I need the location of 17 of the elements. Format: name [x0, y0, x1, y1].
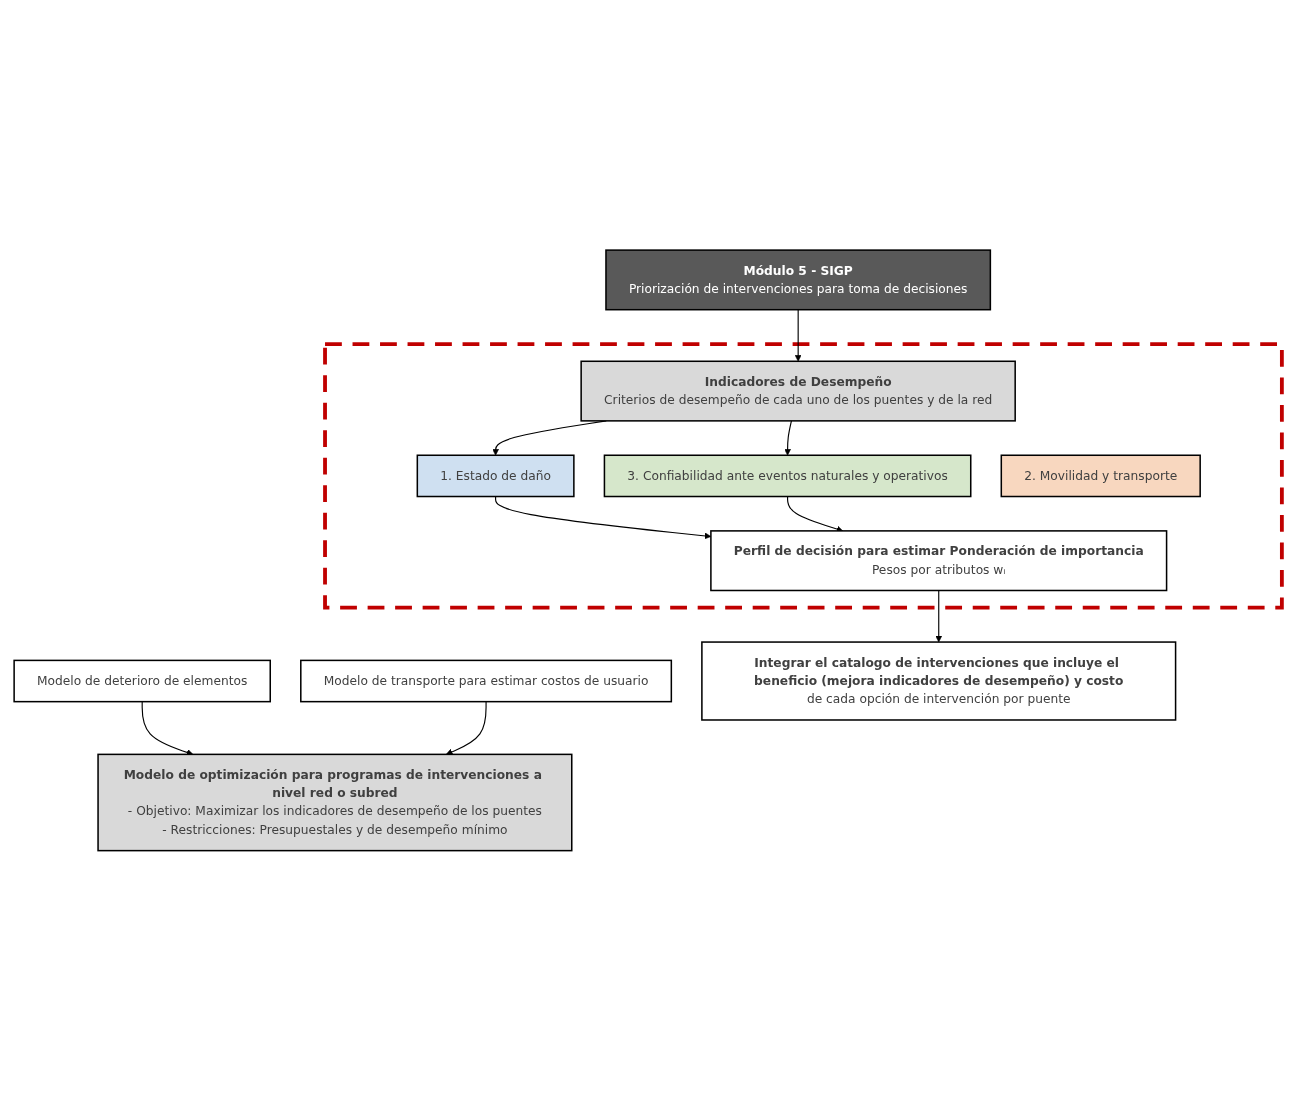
- node-box: 2. Movilidad y transporte: [1000, 454, 1201, 497]
- node-box: 3. Confiabilidad ante eventos naturales y operativos: [603, 454, 972, 497]
- arrow: [141, 700, 194, 756]
- arrow: [784, 419, 793, 456]
- node-box: Perfil de decisión para estimar Ponderación de importancia Pesos por atributos wᵢ: [710, 529, 1168, 591]
- node-box: 1. Estado de daño: [416, 454, 575, 497]
- arrow: [446, 700, 487, 755]
- arrow: [935, 589, 943, 642]
- node-box: Modelo de transporte para estimar costos de usuario: [300, 659, 673, 703]
- node-box: Modelo de optimización para programas de intervenciones a nivel red o subred - Objetivo: Maximizar los indicadores de desempeño de los puentes - Restricciones: Presupuestales y de desempeño mínimo: [97, 753, 573, 852]
- arrow: [787, 495, 844, 532]
- cluster: [323, 341, 1284, 610]
- node-box: Integrar el catalogo de intervenciones que incluye el beneficio (mejora indicadores de desempeño) y costo de cada opción de intervención por puente: [701, 640, 1177, 721]
- node-box: Módulo 5 - SIGP Priorización de intervenciones para toma de decisiones: [605, 248, 992, 311]
- node-box: Indicadores de Desempeño Criterios de desempeño de cada uno de los puentes y de la red: [580, 360, 1016, 422]
- arrow: [794, 308, 802, 362]
- node-box: Modelo de deterioro de elementos: [13, 659, 271, 703]
